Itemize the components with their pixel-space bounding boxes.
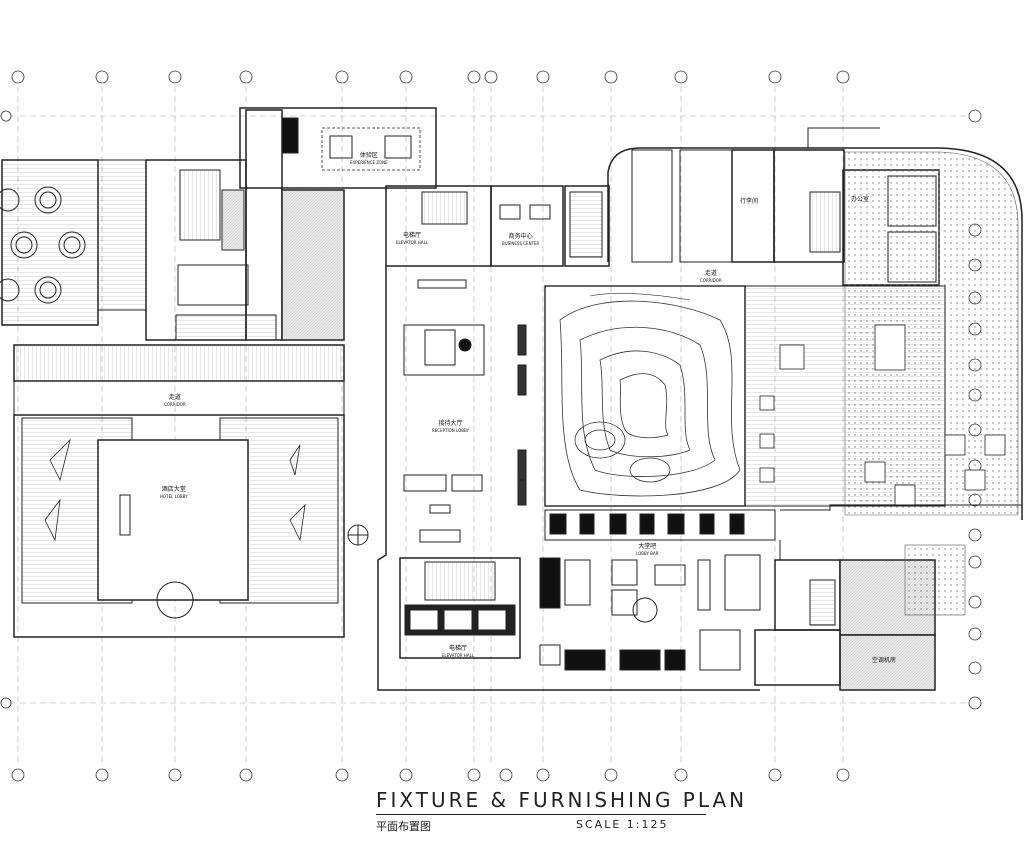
- lobby-bar: [539, 509, 776, 671]
- label-lobby-bar-en: LOBBY BAR: [636, 551, 659, 556]
- label-elevator-hall-top: 电梯厅 ELEVATOR HALL: [396, 232, 428, 246]
- label-elevator-hall-top-cn: 电梯厅: [403, 232, 422, 239]
- label-experience-zone: 体验区 EXPERIENCE ZONE: [350, 152, 388, 166]
- label-business-center-cn: 商务中心: [508, 233, 533, 240]
- label-elevator-hall-top-en: ELEVATOR HALL: [396, 240, 429, 245]
- label-office: 办公室: [851, 196, 869, 203]
- bottom-right-service: [754, 504, 1022, 691]
- label-hotel-lobby: 酒店大堂 HOTEL LOBBY: [160, 486, 188, 500]
- corridor-band: [13, 344, 345, 416]
- center-top-blocks: [385, 185, 610, 289]
- label-experience-zone-en: EXPERIENCE ZONE: [350, 160, 388, 165]
- label-hotel-lobby-en: HOTEL LOBBY: [160, 494, 188, 499]
- label-business-center-en: BUSINESS CENTER: [502, 241, 540, 246]
- plan-title: FIXTURE & FURNISHING PLAN: [376, 788, 748, 812]
- label-office-cn: 办公室: [851, 196, 870, 203]
- label-elevator-hall-bottom-cn: 电梯厅: [449, 645, 468, 652]
- label-corridor-top-en: CORRIDOR: [700, 278, 722, 283]
- label-reception-lobby-en: RECEPTION LOBBY: [432, 428, 470, 433]
- label-corridor-left-en: CORRIDOR: [164, 402, 186, 407]
- grid-bubbles-top: [11, 70, 850, 84]
- plan-scale: SCALE 1:125: [576, 818, 669, 831]
- banquet-area: [0, 159, 147, 326]
- label-elevator-hall-bottom: 电梯厅 ELEVATOR HALL: [442, 645, 474, 659]
- deck-area: [744, 285, 1006, 507]
- label-elevator-hall-bottom-en: ELEVATOR HALL: [442, 653, 475, 658]
- bottom-elevator-hall: [399, 557, 521, 659]
- label-corridor-top-cn: 走道: [704, 270, 717, 277]
- title-block: FIXTURE & FURNISHING PLAN 平面布置图 SCALE 1:…: [376, 788, 744, 838]
- label-business-center: 商务中心 BUSINESS CENTER: [502, 233, 539, 247]
- label-reception-lobby: 接待大厅 RECEPTION LOBBY: [432, 420, 469, 434]
- label-luggage-room: 行李间: [740, 198, 758, 205]
- garden-feature: [544, 285, 746, 507]
- label-corridor-top: 走道 CORRIDOR: [700, 270, 722, 284]
- label-hotel-lobby-cn: 酒店大堂: [161, 486, 186, 493]
- title-underline: [376, 814, 706, 815]
- label-ac-room-cn: 空调机房: [872, 657, 897, 664]
- grid-bubbles-bottom: [11, 768, 850, 782]
- grid-bubbles-left: [0, 110, 12, 709]
- label-reception-lobby-cn: 接待大厅: [438, 420, 463, 427]
- label-lobby-bar: 大堂吧 LOBBY BAR: [636, 543, 658, 557]
- plan-subtitle: 平面布置图: [376, 820, 431, 833]
- reception-lobby: [377, 266, 760, 691]
- deck-benches: [759, 324, 1006, 506]
- label-lobby-bar-cn: 大堂吧: [638, 543, 657, 550]
- label-corridor-left: 走道 CORRIDOR: [164, 394, 186, 408]
- round-tables: [0, 186, 86, 304]
- left-service-block: [145, 107, 437, 341]
- revolving-door: [347, 524, 369, 546]
- label-corridor-left-cn: 走道: [168, 394, 181, 401]
- label-luggage-room-cn: 行李间: [740, 198, 759, 205]
- label-ac-room: 空调机房: [872, 657, 896, 664]
- hotel-lobby: [13, 414, 345, 638]
- label-experience-zone-cn: 体验区: [359, 152, 378, 159]
- experience-zone: [281, 117, 421, 171]
